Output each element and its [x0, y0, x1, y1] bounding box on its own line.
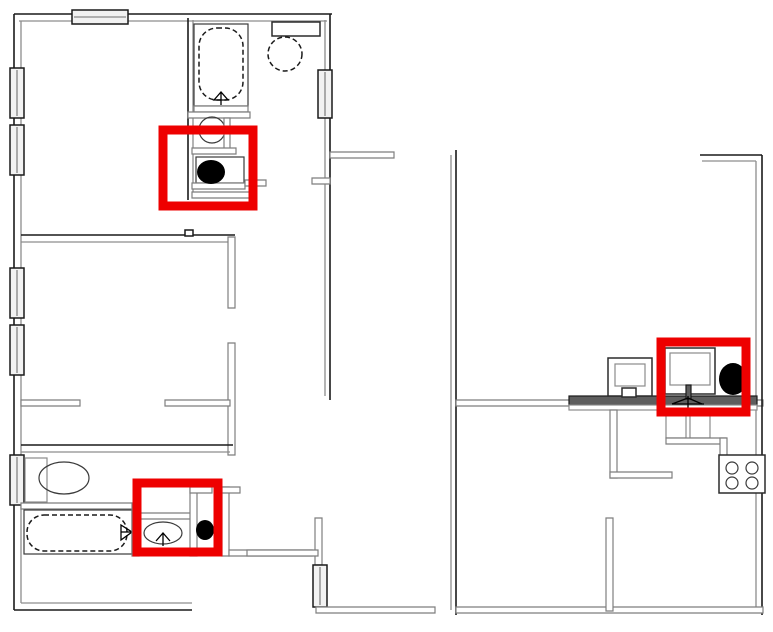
- window-left-5: [9, 454, 25, 506]
- corridor-door-jog: [311, 151, 395, 185]
- wall-bottom-horizontal-1: [315, 606, 436, 614]
- upper-bathroom: [187, 14, 331, 400]
- lower-bathroom: [20, 457, 313, 557]
- wall-nub-center: [184, 229, 194, 237]
- marker-desk-blob: [719, 363, 747, 395]
- marker-lower-bath-blob: [196, 520, 214, 540]
- desk-leg-left: [609, 409, 618, 479]
- center-room-walls: [20, 229, 236, 456]
- right-unit-walls: [450, 150, 764, 615]
- desk-return-bottom: [609, 471, 673, 479]
- wall-bath-ledge-1: [191, 147, 237, 155]
- wall-bath-bottom: [191, 191, 251, 199]
- marker-upper-bath-blob: [197, 160, 225, 184]
- wall-lower-bath-right: [189, 486, 198, 557]
- wall-bottom-vert-upper: [314, 517, 323, 566]
- wall-bottom-connect: [246, 549, 319, 557]
- wall-lower-counter: [138, 512, 193, 520]
- bathtub-ledge: [193, 105, 249, 113]
- detection-markers: [196, 160, 747, 540]
- desk-monitor-detection[interactable]: [656, 337, 751, 417]
- detection-overlay-layer: [132, 125, 751, 557]
- wall-lower-bath-outer-top: [221, 486, 241, 494]
- lower-bathroom-detection[interactable]: [132, 478, 223, 557]
- wall-stub-right-mid: [164, 399, 231, 407]
- wall-right-stub-vert: [605, 517, 614, 612]
- left-wall-windows: [9, 67, 25, 506]
- window-left-4: [9, 324, 25, 376]
- wall-center-vert-1: [227, 236, 236, 309]
- fixture-sink-bottom: [143, 521, 183, 546]
- window-left-3: [9, 267, 25, 319]
- fixture-monitor-left: [607, 357, 653, 398]
- wall-bath-divider: [187, 111, 251, 119]
- window-bottom-center: [312, 564, 328, 608]
- fixture-monitor-right: [664, 347, 716, 400]
- fixture-stove: [718, 454, 766, 494]
- fixture-bathtub-top: [193, 23, 249, 107]
- bottom-center-walls: [246, 517, 436, 614]
- wall-center-vert-2: [227, 342, 236, 456]
- wall-stub-left-mid: [20, 399, 81, 407]
- wall-bath-ledge-2: [191, 182, 246, 190]
- wall-lower-bath-right-top: [189, 486, 213, 494]
- fixture-toilet-bottom: [24, 457, 90, 503]
- window-left-1: [9, 67, 25, 119]
- window-left-2: [9, 124, 25, 176]
- fixture-bathtub-bottom: [23, 509, 136, 555]
- desk-return-top: [665, 437, 727, 445]
- fixture-counter-top: [271, 21, 321, 37]
- fixture-sink-top: [267, 36, 303, 72]
- wall-lower-bath-outer-right: [221, 486, 230, 557]
- window-right-top: [317, 69, 333, 119]
- wall-lower-bath-divider: [20, 502, 136, 510]
- window-top: [71, 9, 129, 25]
- upper-bathroom-detection[interactable]: [158, 125, 258, 211]
